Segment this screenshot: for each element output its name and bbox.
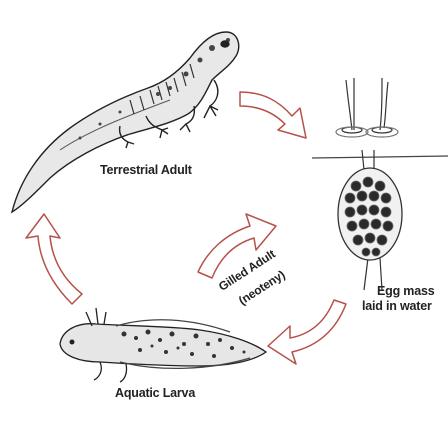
reeds-in-water bbox=[335, 77, 399, 138]
water-surface-line bbox=[311, 155, 448, 159]
label-terrestrial-adult: Terrestrial Adult bbox=[100, 163, 192, 177]
arrow-eggs-to-larva bbox=[267, 299, 347, 365]
arrow-larva-to-adult bbox=[25, 213, 83, 305]
cycle-arrows bbox=[25, 91, 347, 365]
egg-mass bbox=[337, 149, 403, 291]
arrow-adult-to-eggs bbox=[239, 91, 307, 139]
aquatic-larva bbox=[59, 307, 268, 383]
terrestrial-adult-salamander bbox=[10, 31, 240, 214]
salamander-body bbox=[10, 31, 240, 214]
label-laid-in-water: laid in water bbox=[362, 299, 432, 313]
label-aquatic-larva: Aquatic Larva bbox=[115, 386, 196, 400]
arrow-gilled-adult bbox=[197, 213, 277, 279]
larva-body bbox=[59, 323, 268, 367]
label-egg-mass: Egg mass bbox=[377, 284, 435, 298]
